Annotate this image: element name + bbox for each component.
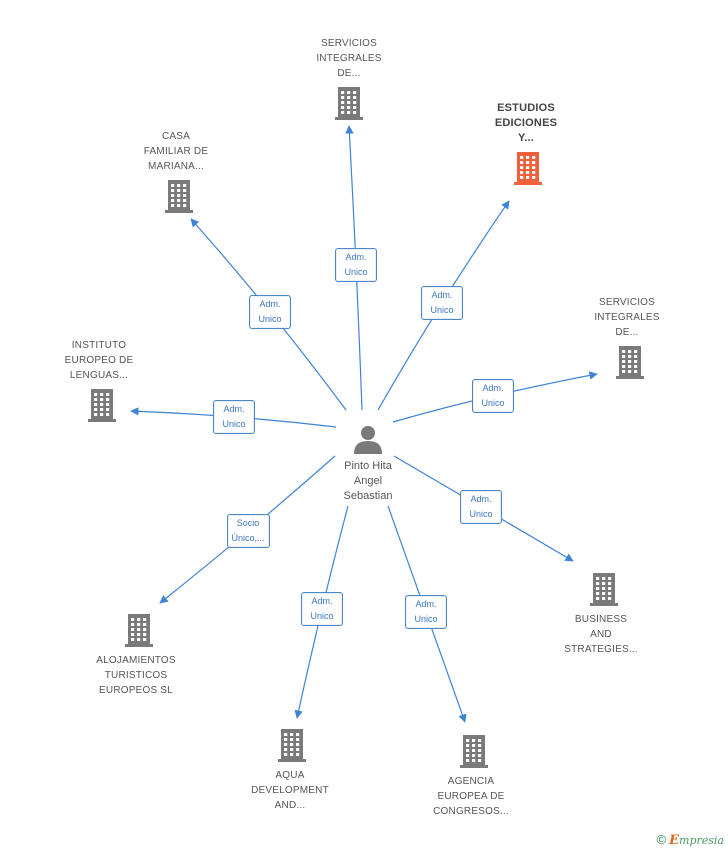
building-icon[interactable] (459, 734, 489, 768)
company-label-business[interactable]: BUSINESS AND STRATEGIES... (564, 614, 638, 655)
edge-label-instituto[interactable]: Adm. Unico (213, 400, 255, 434)
building-icon[interactable] (334, 86, 364, 120)
company-label-alojamientos[interactable]: ALOJAMIENTOS TURISTICOS EUROPEOS SL (96, 655, 176, 696)
brand-logo: Empresia (669, 833, 724, 848)
copyright-icon: © (656, 832, 667, 847)
building-icon[interactable] (124, 613, 154, 647)
building-icon[interactable] (589, 572, 619, 606)
building-icon[interactable] (164, 179, 194, 213)
company-label-aqua[interactable]: AQUA DEVELOPMENT AND... (251, 770, 329, 811)
edge-label-estudios[interactable]: Adm. Unico (421, 286, 463, 320)
company-label-agencia[interactable]: AGENCIA EUROPEA DE CONGRESOS... (433, 776, 509, 817)
edge-label-servicios-2[interactable]: Adm. Unico (472, 379, 514, 413)
edge-label-business[interactable]: Adm. Unico (460, 490, 502, 524)
edge-label-agencia[interactable]: Adm. Unico (405, 595, 447, 629)
building-icon[interactable] (513, 151, 543, 185)
company-label-servicios-1[interactable]: SERVICIOS INTEGRALES DE... (316, 38, 382, 79)
building-icon[interactable] (87, 388, 117, 422)
company-label-estudios[interactable]: ESTUDIOS EDICIONES Y... (494, 102, 558, 144)
edge-label-casa[interactable]: Adm. Unico (249, 295, 291, 329)
center-person-name[interactable]: Pinto Hita Angel Sebastian (343, 460, 393, 502)
person-icon[interactable] (352, 423, 384, 455)
edge-label-aqua[interactable]: Adm. Unico (301, 592, 343, 626)
building-icon[interactable] (615, 345, 645, 379)
edge-label-alojamientos[interactable]: Socio Único,... (226, 514, 270, 548)
company-label-servicios-2[interactable]: SERVICIOS INTEGRALES DE... (594, 297, 660, 338)
edge-label-servicios-1[interactable]: Adm. Unico (335, 248, 377, 282)
footer-credit: ©Empresia (657, 832, 724, 848)
building-icon[interactable] (277, 728, 307, 762)
company-label-instituto[interactable]: INSTITUTO EUROPEO DE LENGUAS... (64, 340, 134, 381)
company-label-casa[interactable]: CASA FAMILIAR DE MARIANA... (143, 131, 209, 172)
